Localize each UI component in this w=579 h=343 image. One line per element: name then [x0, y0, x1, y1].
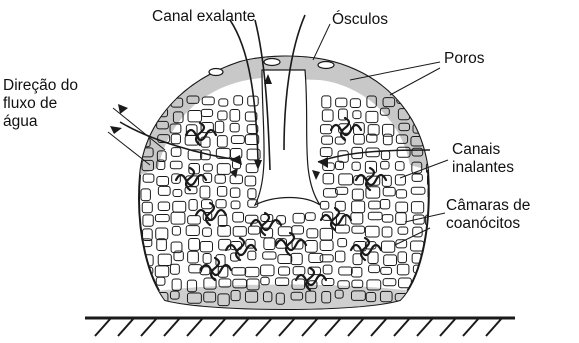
chamber-cell [426, 291, 434, 299]
chamber-cell [426, 226, 435, 234]
chamber-cell [140, 96, 151, 106]
hatch-mark [486, 318, 502, 336]
chamber-cell [426, 241, 436, 248]
chamber-cell [155, 99, 166, 109]
hatch-mark [118, 318, 134, 336]
hatch-mark [141, 318, 157, 336]
hatch-mark [256, 318, 272, 336]
chamber-cell [143, 290, 155, 298]
label-osculos: Ósculos [332, 11, 388, 29]
chamber-cell [426, 251, 439, 260]
hatch-mark [210, 318, 226, 336]
label-canais-inalantes: Canais inalantes [452, 141, 514, 177]
hatch-mark [440, 318, 456, 336]
hatch-mark [302, 318, 318, 336]
label-camaras-coanocitos: Câmaras de coanócitos [446, 197, 530, 233]
chamber-cell [426, 266, 434, 275]
osculum-1 [209, 69, 223, 76]
chamber-cell [428, 187, 441, 199]
label-canal-exalante: Canal exalante [152, 8, 255, 26]
hatch-mark [279, 318, 295, 336]
hatch-mark [394, 318, 410, 336]
hatch-mark [417, 318, 433, 336]
chamber-cell [427, 97, 441, 106]
label-direcao-line-3: água [3, 113, 78, 131]
chamber-cell [426, 280, 435, 291]
label-camaras-line-2: coanócitos [446, 215, 530, 233]
chamber-cell [429, 124, 440, 133]
label-poros: Poros [444, 50, 485, 68]
hatch-mark [371, 318, 387, 336]
hatch-mark [233, 318, 249, 336]
chamber-cell [412, 291, 426, 299]
hatch-mark [325, 318, 341, 336]
hatch-mark [187, 318, 203, 336]
hatch-mark [348, 318, 364, 336]
label-canais-line-2: inalantes [452, 159, 514, 177]
chamber-cell [426, 109, 434, 118]
label-canais-line-1: Canais [452, 141, 514, 159]
chamber-cell [141, 121, 154, 129]
arrowhead-4 [118, 104, 128, 114]
chamber-cell [427, 138, 440, 150]
hatch-mark [463, 318, 479, 336]
osculum-2 [264, 59, 280, 66]
label-direcao-fluxo: Direção do fluxo de água [3, 77, 78, 131]
ground-hatching [95, 318, 502, 336]
chamber-cell [413, 281, 424, 291]
osculum-3 [318, 62, 334, 69]
chamber-cell [142, 110, 153, 121]
chamber-cell [140, 278, 154, 286]
label-direcao-line-1: Direção do [3, 77, 78, 95]
label-camaras-line-1: Câmaras de [446, 197, 530, 215]
arrowhead-5 [110, 126, 122, 134]
label-direcao-line-2: fluxo de [3, 95, 78, 113]
hatch-mark [95, 318, 111, 336]
chamber-cell [413, 98, 421, 107]
hatch-mark [164, 318, 180, 336]
chamber-cell [411, 110, 422, 117]
chamber-cell [429, 202, 440, 213]
